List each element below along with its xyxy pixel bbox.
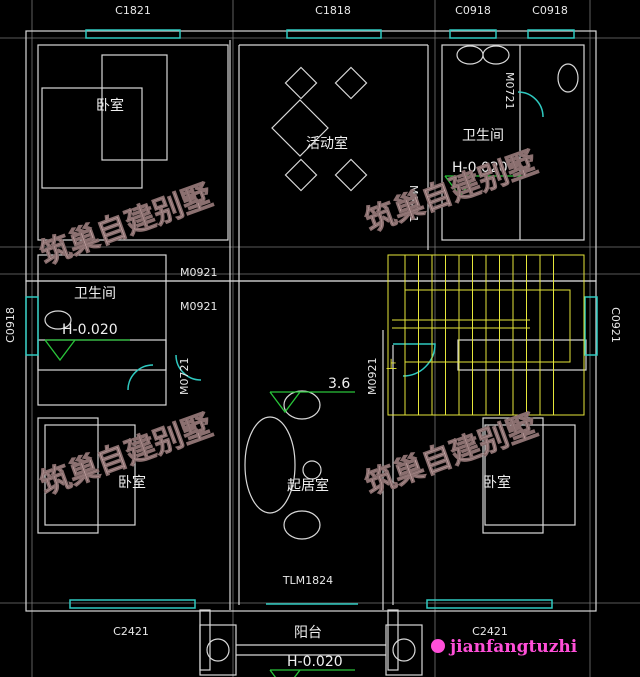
wechat-id: jianfangtuzhi: [448, 637, 578, 657]
room-label-bedroom: 卧室: [118, 474, 146, 491]
window-label-c0918: C0918: [455, 4, 491, 17]
walls: [25, 30, 597, 676]
room-label-activity-room: 活动室: [306, 135, 348, 152]
windows: [25, 29, 598, 609]
door-label-m0921: M0921: [180, 266, 218, 279]
window-label-c1821: C1821: [115, 4, 151, 17]
elevation-label: H-0.020: [287, 654, 343, 670]
room-label-bedroom: 卧室: [96, 97, 124, 114]
door-label-m0921: M0921: [180, 300, 218, 313]
elevation-label: H-0.020: [62, 322, 118, 338]
window-label-c0918: C0918: [532, 4, 568, 17]
staircase[interactable]: [387, 254, 585, 416]
wechat-tag: jianfangtuzhi: [431, 637, 578, 657]
wechat-icon: [431, 639, 445, 653]
elevation-label: H-0.020: [452, 160, 508, 176]
window-label-right: C0921: [609, 307, 622, 343]
door-label-m0921: M0921: [366, 358, 379, 396]
room-label-bedroom: 卧室: [483, 474, 511, 491]
door-label-m0721: M0721: [503, 72, 516, 110]
watermark: 筑巢自建别墅: [361, 408, 542, 502]
door-label-m0721: M0721: [407, 185, 420, 223]
room-label-balcony: 阳台: [294, 625, 322, 641]
door-label-m0721: M0721: [178, 358, 191, 396]
elevation-label: 3.6: [328, 376, 350, 392]
room-label-living-room: 起居室: [287, 477, 329, 494]
watermark: 筑巢自建别墅: [36, 178, 217, 272]
room-label-bathroom: 卫生间: [462, 128, 504, 144]
room-label-bathroom: 卫生间: [74, 286, 116, 302]
window-label-c1818: C1818: [315, 4, 351, 17]
stair-up-label: 上: [386, 358, 397, 371]
door-label-tlm1824: TLM1824: [282, 574, 333, 587]
window-label-c2421: C2421: [113, 625, 149, 638]
window-label-c2421: C2421: [472, 625, 508, 638]
window-label-left: C0918: [4, 307, 17, 343]
